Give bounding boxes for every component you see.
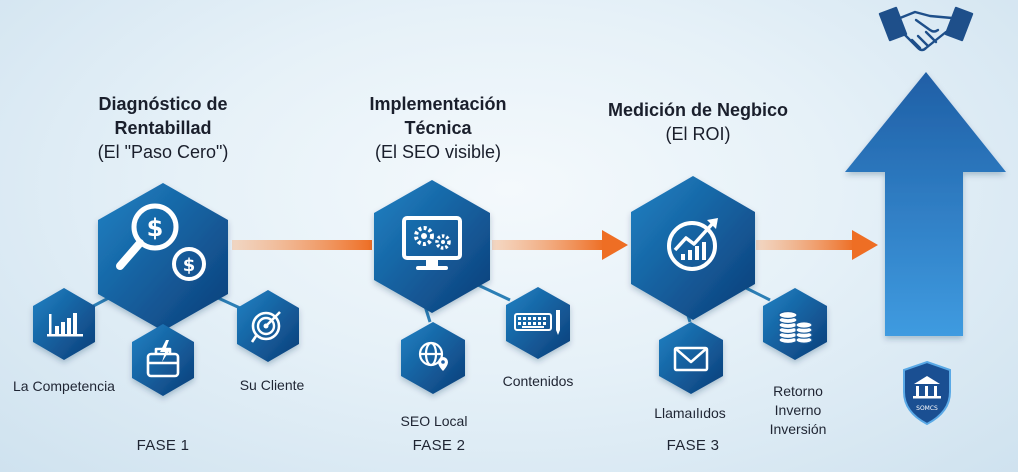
item-llamadas: Llamaılıdos: [654, 405, 726, 421]
svg-text:$: $: [147, 214, 164, 242]
hex-implementacion: [374, 180, 490, 313]
phase-3-title: Medición de Negbico (El ROI): [588, 98, 808, 146]
bar-chart-icon: [47, 313, 83, 337]
item-retorno-line-2: Inverno: [774, 402, 822, 418]
flow-arrow-1: [232, 240, 372, 250]
toolbox-icon: [146, 340, 180, 378]
coins-icon: [778, 310, 813, 345]
flow-arrow-3: [756, 230, 878, 260]
globe-pin-icon: [418, 341, 448, 371]
item-retorno-line-3: Inversión: [769, 421, 827, 437]
handshake-icon: [878, 6, 974, 52]
monitor-gears-icon: [402, 216, 462, 270]
phase-1-title-line-1: Diagnóstico de: [98, 94, 228, 114]
item-la-competencia: La Competencia: [13, 378, 115, 394]
envelope-icon: [673, 346, 709, 372]
phase-2-label: FASE 2: [412, 437, 466, 454]
badge-text: SOMCS: [916, 405, 938, 412]
hex-llamadas: [659, 322, 723, 394]
target-icon: [250, 311, 281, 343]
item-contenidos: Contenidos: [502, 373, 574, 389]
growth-chart-icon: [667, 218, 718, 271]
phase-2-title-line-3: (El SEO visible): [374, 142, 502, 162]
hex-diagnostico: [98, 183, 228, 331]
item-su-cliente: Su Cliente: [239, 377, 305, 393]
svg-text:$: $: [183, 255, 196, 276]
item-seo-local: SEO Local: [400, 413, 468, 429]
phase-1-title-line-2: Rentabillad: [114, 118, 212, 138]
phase-1-label: FASE 1: [136, 437, 190, 454]
keyboard-pen-icon: [514, 310, 560, 335]
phase-2-title-line-1: Implementación: [369, 94, 507, 114]
hex-medicion: [631, 176, 755, 320]
phase-3-label: FASE 3: [666, 437, 720, 454]
dollar-magnifier-icon: $ $: [116, 203, 206, 281]
phase-3-title-line-1: Medición de Negbico: [607, 100, 789, 120]
item-retorno-line-1: Retorno: [773, 383, 823, 399]
phase-2-title: Implementación Técnica (El SEO visible): [338, 92, 538, 164]
phase-1-title: Diagnóstico de Rentabillad (El "Paso Cer…: [68, 92, 258, 164]
flow-arrow-2: [492, 230, 628, 260]
phase-2-title-line-2: Técnica: [404, 118, 472, 138]
bank-shield-icon: SOMCS: [903, 360, 951, 426]
phase-3-title-line-2: (El ROI): [665, 124, 731, 144]
phase-1-title-line-3: (El "Paso Cero"): [97, 142, 229, 162]
hex-seo-local: [401, 322, 465, 394]
growth-arrow: [845, 72, 1006, 336]
item-retorno: Retorno Inverno Inversión: [748, 382, 848, 439]
